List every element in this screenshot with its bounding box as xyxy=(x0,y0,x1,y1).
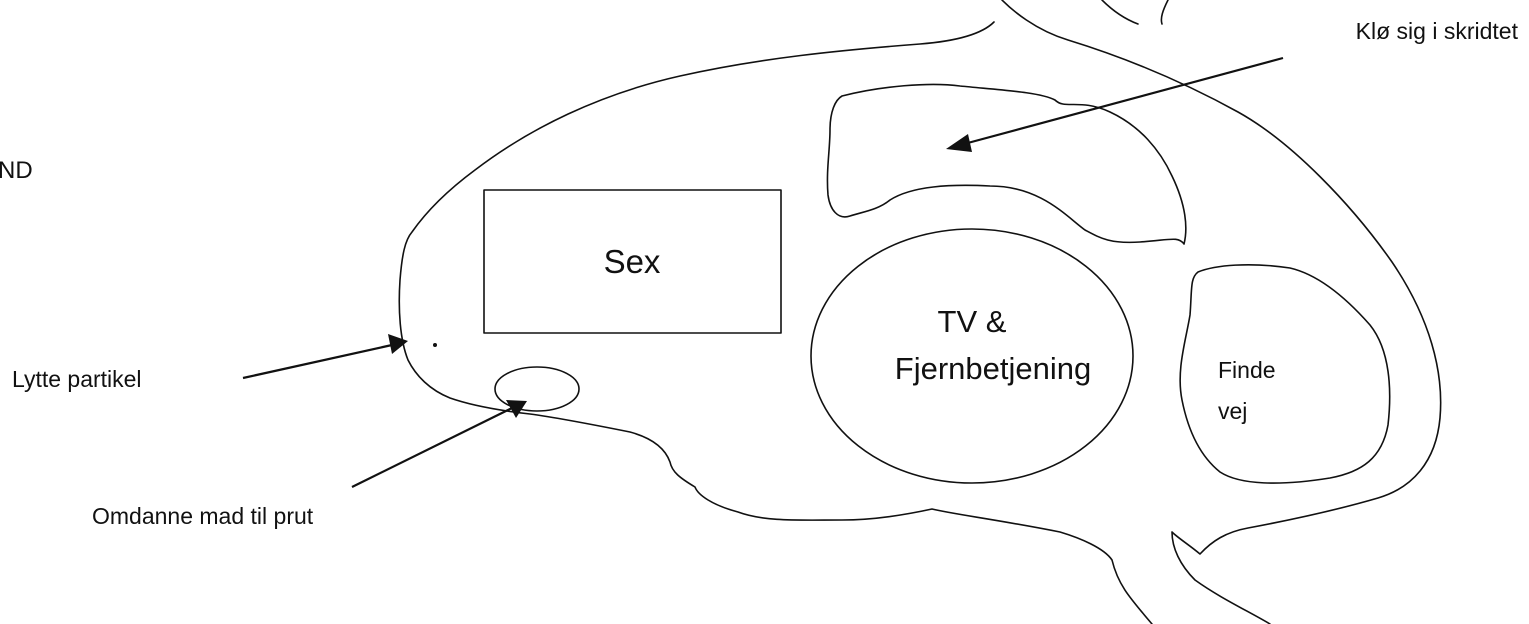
digestion-label: Omdanne mad til prut xyxy=(92,503,314,529)
scratch-label: Klø sig i skridtet xyxy=(1356,18,1519,44)
digestion-arrow-line xyxy=(351,407,513,488)
scratch-arrow-line xyxy=(963,56,1284,146)
sex-label: Sex xyxy=(604,243,661,280)
sex-region xyxy=(483,189,782,334)
digestion-arrowhead xyxy=(506,400,527,418)
brain-outline xyxy=(398,0,1442,624)
top-stroke-right xyxy=(1160,0,1169,25)
navigation-region xyxy=(1179,264,1391,484)
partial-left-text: ND xyxy=(0,157,33,184)
tv-label-line2: Fjernbetjening xyxy=(895,351,1091,386)
hearing-label: Lytte partikel xyxy=(12,366,142,392)
hearing-arrow-line xyxy=(242,343,393,380)
tv-region xyxy=(810,228,1134,484)
hearing-dot xyxy=(433,343,437,347)
finde-label-line1: Finde xyxy=(1218,357,1276,383)
digestion-region xyxy=(494,366,580,412)
scratch-arrowhead xyxy=(946,134,972,152)
top-stroke-left xyxy=(1101,0,1139,25)
hearing-arrowhead xyxy=(388,334,408,354)
scratch-region xyxy=(826,83,1187,245)
finde-label-line2: vej xyxy=(1218,398,1247,424)
tv-label-line1: TV & xyxy=(938,304,1007,339)
